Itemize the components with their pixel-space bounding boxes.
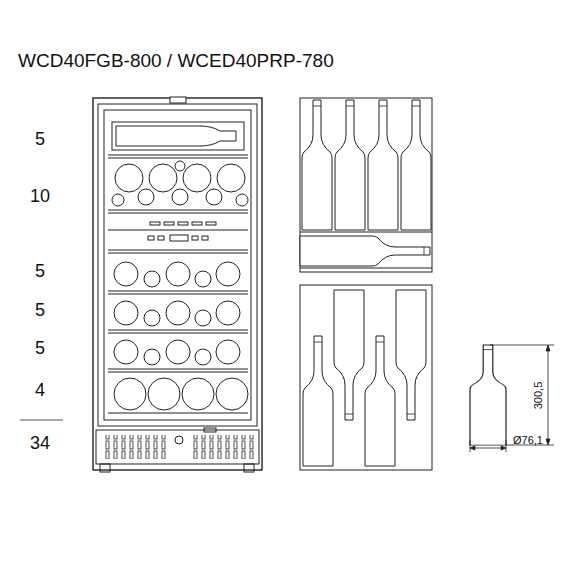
- model-title: WCD40FGB-800 / WCED40PRP-780: [18, 51, 334, 70]
- bottle-count: 5: [35, 339, 45, 357]
- total-count: 34: [30, 434, 50, 452]
- bottle-count: 5: [35, 262, 45, 280]
- diameter-dimension: Ø76,1: [513, 435, 543, 446]
- bottle-count: 10: [30, 187, 50, 205]
- bottle-count: 5: [35, 130, 45, 148]
- height-dimension: 300,5: [534, 381, 545, 409]
- bottle-count: 5: [35, 301, 45, 319]
- bottle-count: 4: [35, 381, 45, 399]
